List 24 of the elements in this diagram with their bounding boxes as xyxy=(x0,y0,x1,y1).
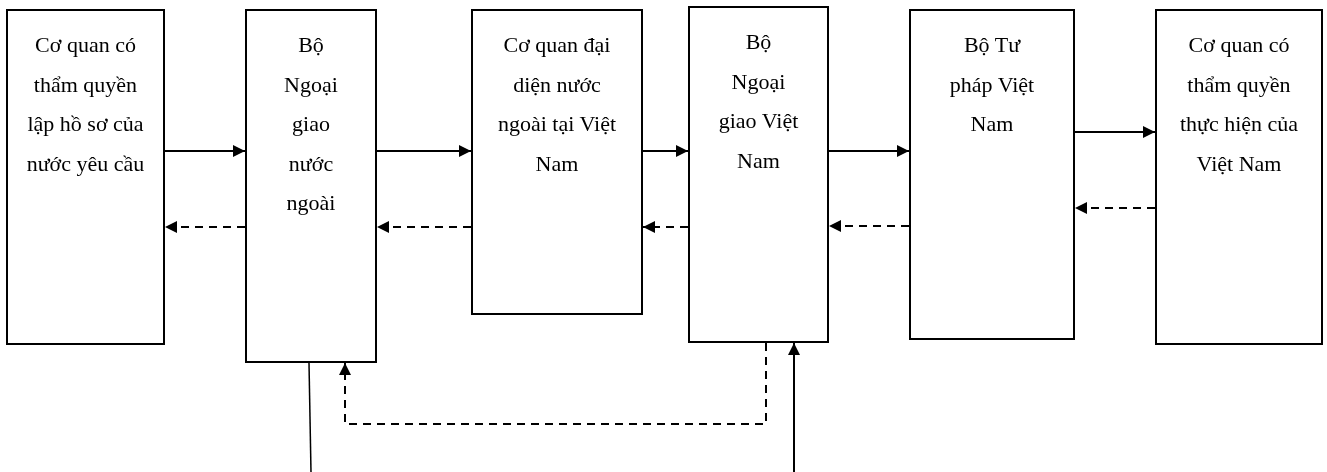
arrow xyxy=(642,221,689,233)
arrow xyxy=(164,221,246,233)
box-label: Cơ quan có thẩm quyền lập hồ sơ của nước yêu cầu xyxy=(25,31,146,178)
arrow xyxy=(164,145,246,157)
arrow xyxy=(376,221,472,233)
process-box xyxy=(245,9,377,363)
box-label: Cơ quan có thẩm quyền thực hiện của Việt Nam xyxy=(1178,31,1300,178)
process-box xyxy=(688,6,829,343)
box-label: Bộ Ngoại giao Việt Nam xyxy=(718,28,799,175)
arrow xyxy=(376,145,472,157)
arrow xyxy=(642,145,689,157)
arrow xyxy=(1074,126,1156,138)
arrow xyxy=(339,342,767,425)
process-box xyxy=(6,9,165,345)
process-box xyxy=(909,9,1075,340)
box-label: Cơ quan đại diện nước ngoài tại Việt Nam xyxy=(497,31,617,178)
arrow xyxy=(1074,202,1156,214)
arrow xyxy=(788,342,800,472)
arrow xyxy=(828,220,910,232)
box-label: Bộ Tư pháp Việt Nam xyxy=(948,31,1036,138)
process-box xyxy=(471,9,643,315)
process-box xyxy=(1155,9,1323,345)
box-label: Bộ Ngoại giao nước ngoài xyxy=(283,31,339,217)
arrow xyxy=(828,145,910,157)
